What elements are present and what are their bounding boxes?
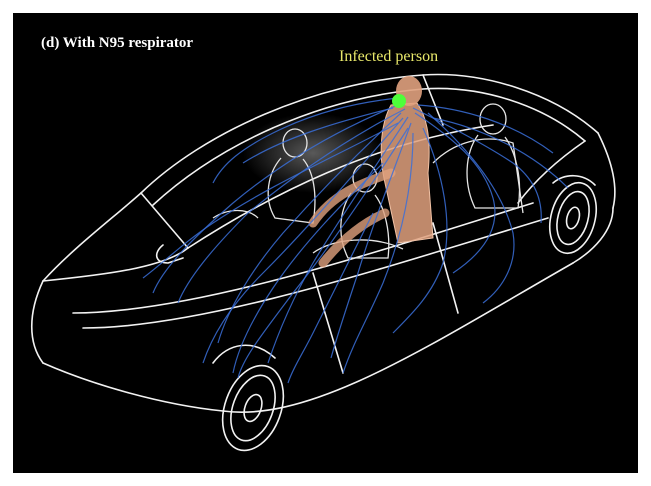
infection-source-marker: [392, 94, 406, 108]
figure-panel: (d) With N95 respirator Infected person: [13, 13, 638, 473]
car-cabin-scene: [13, 13, 638, 473]
front-wheel: [212, 357, 295, 459]
panel-title: (d) With N95 respirator: [41, 35, 193, 52]
infected-person-label: Infected person: [339, 48, 438, 66]
